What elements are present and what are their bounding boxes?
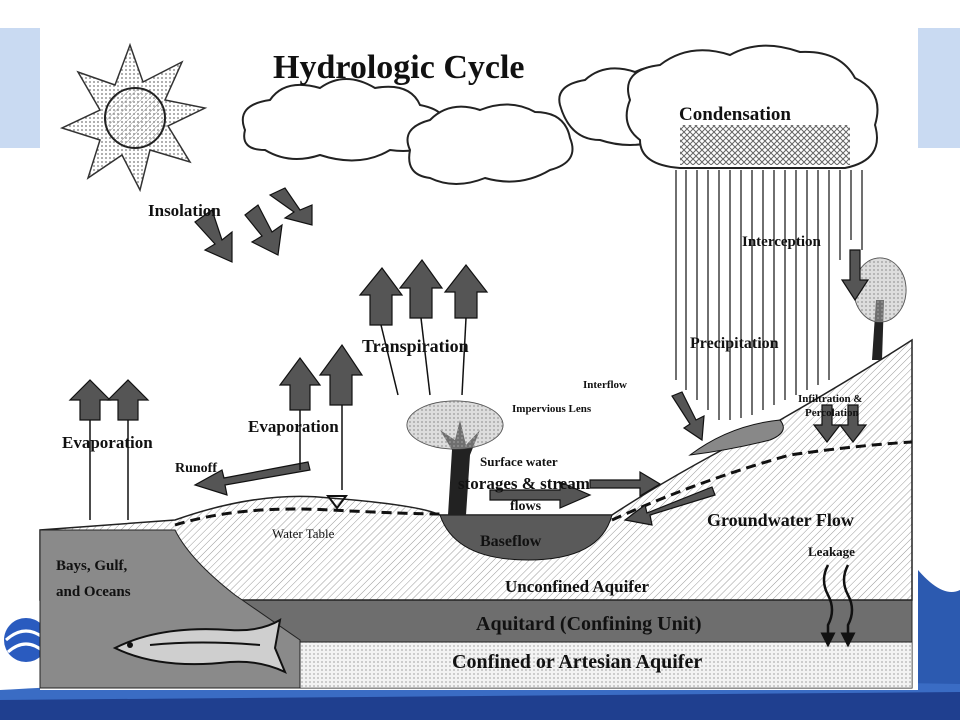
- unconfined-aquifer-layer: [39, 338, 913, 601]
- water-table-line: [174, 507, 441, 527]
- water-table-line-right: [611, 440, 913, 522]
- tree-icon: [406, 400, 504, 515]
- confined-aquifer-label: Confined or Artesian Aquifer: [452, 651, 702, 673]
- groundwater-flow-arrow: [623, 486, 716, 526]
- evaporation-arrow: [106, 379, 150, 421]
- impervious-lens-label: Impervious Lens: [512, 403, 592, 415]
- baseflow-pond: [439, 514, 613, 561]
- sun-icon: [59, 42, 208, 193]
- infiltration-arrow: [812, 404, 842, 443]
- surface-water-label-line2: storages & stream: [458, 474, 590, 493]
- condensation-cloud-icon: [625, 44, 879, 169]
- infiltration-arrow: [838, 404, 868, 443]
- transpiration-label: Transpiration: [362, 336, 469, 356]
- bays-label-line2: and Oceans: [56, 584, 131, 600]
- runoff-label: Runoff: [175, 461, 217, 476]
- transpiration-arrow: [398, 258, 444, 319]
- insolation-arrow: [244, 204, 283, 256]
- surface-flow-arrow: [489, 481, 592, 509]
- leakage-label: Leakage: [808, 544, 855, 559]
- infiltration-label-line2: Percolation: [805, 407, 859, 419]
- surface-water-label-line3: flows: [510, 499, 542, 514]
- page-title: Hydrologic Cycle: [273, 49, 525, 86]
- interception-label: Interception: [742, 234, 822, 250]
- water-table-symbol: [326, 495, 348, 510]
- infiltration-label-line1: Infiltration &: [798, 393, 862, 405]
- surface-flow-arrow: [589, 470, 662, 498]
- precipitation-label: Precipitation: [690, 335, 779, 352]
- interception-arrow: [840, 249, 870, 302]
- vapor-lines: [89, 317, 467, 520]
- condensation-label: Condensation: [679, 104, 791, 125]
- evaporation-arrow: [318, 343, 364, 406]
- water-table-label: Water Table: [272, 526, 335, 541]
- unconfined-aquifer-label: Unconfined Aquifer: [505, 577, 649, 596]
- insolation-arrow: [268, 187, 313, 226]
- groundwater-flow-label: Groundwater Flow: [707, 510, 854, 530]
- leakage-arrows: [820, 564, 856, 648]
- surface-water-label-line1: Surface water: [480, 454, 558, 469]
- interflow-label: Interflow: [583, 379, 627, 391]
- impervious-lens-shape: [688, 419, 784, 456]
- evaporation-arrow: [68, 379, 112, 421]
- evaporation-left-label: Evaporation: [62, 433, 153, 452]
- evaporation-mid-label: Evaporation: [248, 417, 339, 436]
- fish-icon: [112, 618, 287, 675]
- evaporation-arrow: [278, 356, 322, 411]
- aquitard-label: Aquitard (Confining Unit): [476, 613, 702, 635]
- runoff-arrow: [193, 461, 311, 496]
- bays-label-line1: Bays, Gulf,: [56, 558, 128, 574]
- arrows: [68, 187, 870, 526]
- tree-right-icon: [853, 257, 907, 360]
- baseflow-label: Baseflow: [480, 533, 542, 550]
- insolation-label: Insolation: [148, 201, 221, 220]
- interflow-arrow: [671, 391, 705, 442]
- transpiration-arrow: [358, 267, 404, 326]
- transpiration-arrow: [443, 264, 489, 319]
- rain-lines: [675, 170, 863, 420]
- insolation-arrow: [194, 209, 233, 263]
